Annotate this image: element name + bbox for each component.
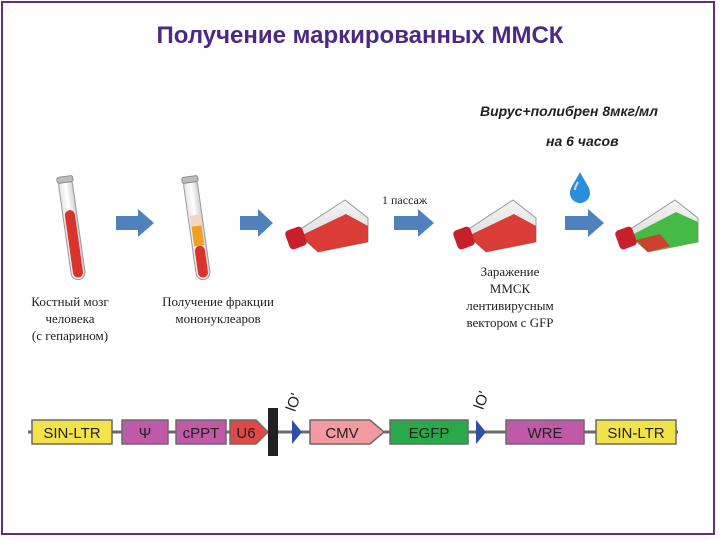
sin-ltr-left-label: SIN-LTR [43, 425, 100, 442]
arrow-1 [116, 209, 154, 237]
culture-flask-2 [453, 199, 537, 253]
promoter-marker-2: lO' [471, 389, 493, 444]
promoter-mark-1-label: lO' [283, 391, 305, 414]
virus-drop-icon [570, 172, 590, 203]
tube-bone-marrow [56, 175, 86, 281]
promoter-marker-1: lO' [283, 391, 305, 444]
caption-infection: Заражение ММСК лентивирусным вектором с … [440, 263, 580, 331]
arrow-2 [240, 209, 273, 237]
caption-fraction-line1: Получение фракции [162, 294, 274, 309]
caption-bone-marrow-line1: Костный мозг [31, 294, 109, 309]
tube-mononuclear-fraction [181, 175, 211, 281]
lentiviral-vector-map: SIN-LTR Ψ cPPT U6 lO' CMV EGFP lO' [28, 389, 678, 456]
caption-bone-marrow-line3: (с гепарином) [31, 328, 109, 343]
wre-label: WRE [528, 425, 563, 442]
caption-infection-line2: ММСК [489, 281, 531, 296]
vector-element-egfp: EGFP [389, 419, 469, 445]
arrow-3 [394, 209, 434, 237]
vector-element-cppt: cPPT [175, 419, 227, 445]
virus-note-line2: на 6 часов [546, 133, 619, 149]
vector-element-cmv: CMV [309, 419, 386, 445]
vector-element-u6: U6 [229, 419, 270, 445]
vector-element-psi: Ψ [121, 419, 169, 445]
caption-fraction: Получение фракции мононуклеаров [138, 293, 298, 327]
egfp-label: EGFP [409, 425, 450, 442]
caption-infection-line1: Заражение [480, 264, 540, 279]
culture-flask-gfp [615, 199, 699, 253]
cppt-label: cPPT [183, 425, 220, 442]
page-title: Получение маркированных ММСК [156, 22, 564, 49]
cmv-label: CMV [325, 425, 358, 442]
caption-infection-line3: лентивирусным [466, 298, 554, 313]
caption-fraction-line2: мононуклеаров [175, 311, 261, 326]
caption-bone-marrow-line2: человека [45, 311, 95, 326]
vector-element-sin-ltr-right: SIN-LTR [595, 419, 677, 445]
arrow-4 [565, 209, 604, 237]
caption-infection-line4: вектором с GFP [466, 315, 554, 330]
sin-ltr-right-label: SIN-LTR [607, 425, 664, 442]
shrna-insert-bar [268, 408, 278, 456]
promoter-mark-2-label: lO' [471, 389, 493, 412]
vector-element-sin-ltr-left: SIN-LTR [31, 419, 113, 445]
vector-element-wre: WRE [505, 419, 585, 445]
u6-label: U6 [236, 425, 255, 442]
virus-note-line1: Вирус+полибрен 8мкг/мл [480, 103, 658, 119]
psi-label: Ψ [139, 425, 152, 442]
culture-flask-1 [285, 199, 369, 253]
caption-bone-marrow: Костный мозг человека (с гепарином) [10, 293, 130, 344]
passage-label: 1 пассаж [382, 193, 428, 207]
